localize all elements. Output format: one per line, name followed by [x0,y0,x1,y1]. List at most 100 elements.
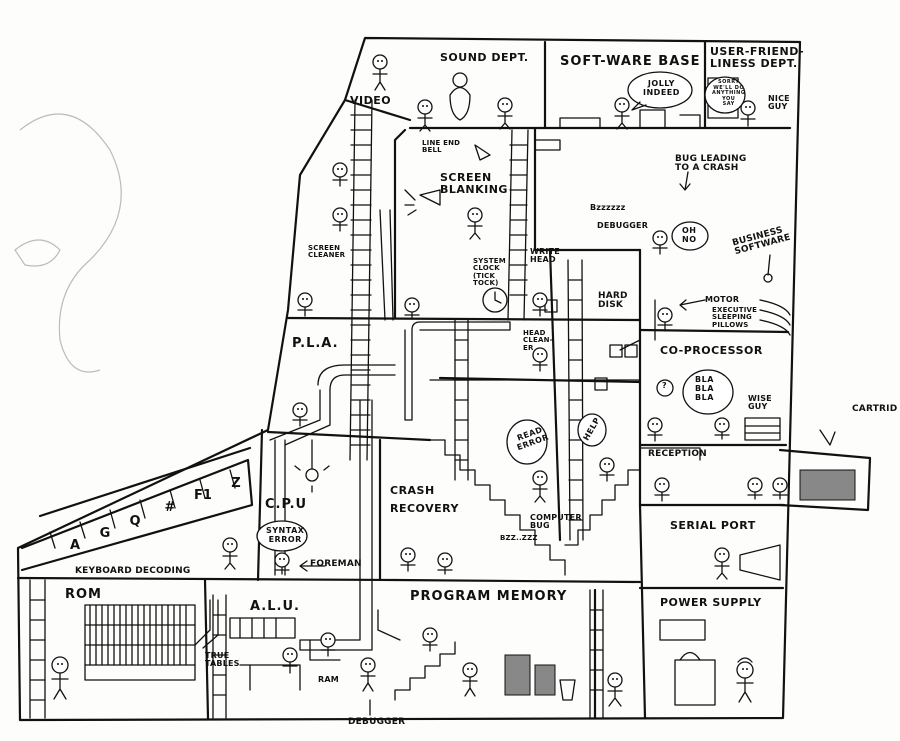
bubble-line: BLA [695,383,714,393]
room-label-video: VIDEO [350,94,392,107]
label-foreman: FOREMAN [310,559,362,569]
person [222,537,238,570]
label-line: WISE [748,394,772,403]
keyboard-key: F1 [194,488,212,503]
label-bzz-top: Bzzzzzz [590,203,626,212]
keyboard-key: A [69,538,81,553]
room-label-serial-port: SERIAL PORT [670,519,756,532]
bubble-sorry: SORRY WE'LL DO ANYTHING YOU SAY [712,79,745,108]
label-line: TABLES [205,659,240,669]
little-people [51,54,788,707]
label-write-head: WRITE HEAD [530,247,560,265]
person [607,672,623,707]
room-label-line: RECOVERY [390,501,459,515]
person [282,647,298,674]
label-line: GUY [748,402,768,412]
label-head-cleaner: HEAD CLEAN- ER [523,329,553,352]
room-label-screen-blanking: SCREEN BLANKING [440,172,508,195]
person [437,552,453,575]
room-label-crash-recovery: CRASH RECOVERY [390,485,459,514]
person [714,547,730,580]
room-label-line: CRASH [390,484,435,497]
keyboard-key: Q [129,514,141,529]
room-label-cartridge: CARTRID [852,404,898,414]
label-nice-guy: NICE GUY [768,94,790,112]
person [467,207,483,240]
person [736,657,754,703]
label-debugger-top: DEBUGGER [597,221,649,230]
label-line: TRUE [205,651,230,660]
label-line: TOCK) [473,279,499,288]
pencil-sketch [19,113,122,373]
pipes [194,139,656,661]
building-outline [16,36,802,722]
bubble-line: NO [682,234,697,244]
person [274,552,290,575]
label-screen-cleaner: SCREEN CLEANER [308,244,346,260]
person [422,627,438,652]
label-line: BUG [530,521,550,531]
bubble-jolly-indeed: JOLLY INDEED [643,79,680,98]
label-computer-bug: COMPUTER BUG [530,513,582,531]
label-line: WRITE [530,247,560,256]
label-line: TO A CRASH [675,163,739,174]
label-line: CLOCK [473,264,500,273]
room-label-line: DISK [598,300,624,311]
label-line: SLEEPING [712,313,753,322]
person [657,307,673,332]
label-line: SYSTEM [473,257,506,265]
label-line: PILLOWS [712,320,749,329]
keyboard-key: Z [231,476,241,491]
person [532,292,548,317]
label-line: GUY [768,102,788,112]
person [654,477,670,502]
label-line: BELL [422,146,442,155]
room-label-coprocessor: CO-PROCESSOR [660,344,763,357]
room-label-line: LINESS DEPT. [710,56,798,70]
label-line: CLEAN- [523,336,553,345]
label-line: BUG LEADING [675,154,747,164]
person [772,477,788,500]
pencil-sketch [14,239,61,267]
bubble-line: INDEED [643,87,680,97]
person [360,657,376,692]
person [332,162,348,187]
label-bug-leading-to-crash: BUG LEADING TO A CRASH [675,154,747,174]
person [332,207,348,232]
keyboard-key: # [164,500,176,515]
label-ram: RAM [318,675,339,684]
person [740,100,756,127]
label-line: NICE [768,94,790,103]
label-line: (TICK [473,271,496,280]
bubble-line: SYNTAX [266,526,305,535]
bubble-line: SAY [722,101,735,107]
label-line-end-bell: LINE END BELL [422,139,461,155]
room-label-sound-dept: SOUND DEPT. [440,51,529,64]
label-system-clock: SYSTEM CLOCK (TICK TOCK) [473,257,506,288]
room-label-cpu: C.P.U [265,497,308,512]
person [614,97,630,130]
person [404,297,420,320]
room-label-pla: P.L.A. [292,336,339,351]
bubble-line: ERROR [268,534,302,544]
bubble-line: BLA [695,375,714,384]
bubble-line: OH [682,226,697,235]
bubble-bla: BLA BLA BLA [695,375,714,402]
room-label-program-memory: PROGRAM MEMORY [410,589,568,604]
keyboard [20,446,254,572]
bubble-line: BLA [695,392,714,402]
person [297,292,313,317]
label-line: CLEANER [308,251,346,260]
bubble-syntax-error: SYNTAX ERROR [266,526,305,545]
label-line: LINE END [422,139,461,147]
room-label-software-base: SOFT-WARE BASE [560,54,701,69]
room-label-keyboard-decoding: KEYBOARD DECODING [75,566,191,576]
room-label-line: HARD [598,291,628,301]
label-bzz-bottom: BZZ..ZZZ [500,534,538,542]
person [747,477,763,500]
room-label-reception: RECEPTION [648,449,707,459]
bubble-question: ? [662,381,668,390]
person [417,99,433,132]
person [292,402,308,427]
